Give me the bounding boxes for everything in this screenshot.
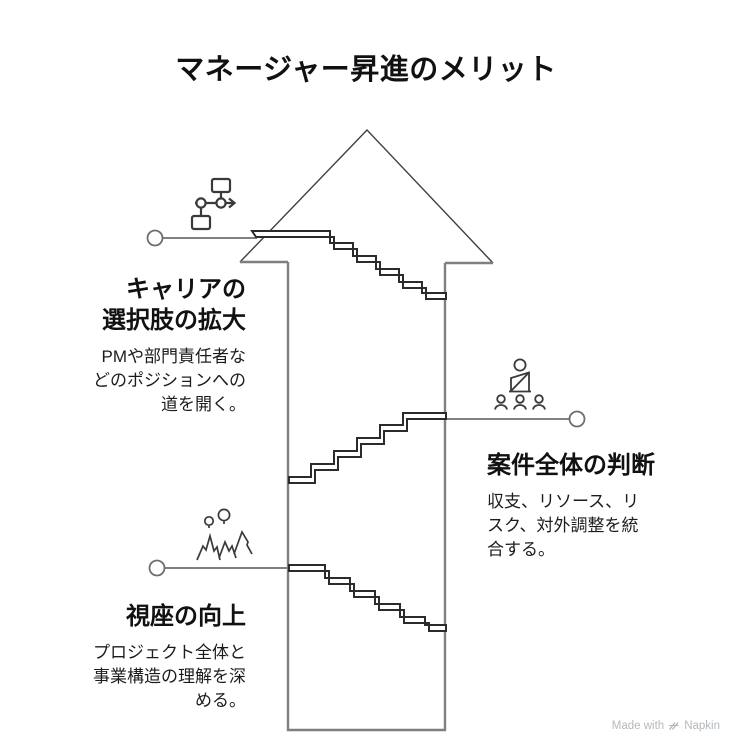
section-perspective-heading: 視座の向上 bbox=[126, 603, 246, 630]
napkin-logo-icon bbox=[669, 722, 679, 730]
arrow-head-outline bbox=[239, 128, 494, 264]
perspective-connector-dot bbox=[148, 559, 166, 577]
career-connector-dot bbox=[146, 229, 164, 247]
judgment-connector-dot bbox=[568, 410, 586, 428]
staircase-middle bbox=[288, 412, 447, 484]
page-title: マネージャー昇進のメリット bbox=[175, 54, 557, 86]
section-perspective: 視座の向上 プロジェクト全体と 事業構造の理解を深 める。 bbox=[40, 601, 246, 713]
section-career-body: PMや部門責任者な どのポジションへの 道を開く。 bbox=[93, 347, 246, 414]
section-career-heading: キャリアの 選択肢の拡大 bbox=[102, 276, 246, 334]
watermark-brand: Napkin bbox=[684, 720, 720, 732]
staircase-bottom bbox=[288, 564, 447, 632]
mountains-icon bbox=[196, 508, 253, 561]
section-judgment: 案件全体の判断 収支、リソース、リ スク、対外調整を統 合する。 bbox=[487, 450, 697, 562]
arrow-shaft-outline bbox=[240, 260, 493, 732]
watermark: Made with Napkin bbox=[612, 720, 720, 732]
section-judgment-body: 収支、リソース、リ スク、対外調整を統 合する。 bbox=[487, 492, 640, 559]
section-perspective-body: プロジェクト全体と 事業構造の理解を深 める。 bbox=[93, 643, 246, 710]
section-career: キャリアの 選択肢の拡大 PMや部門責任者な どのポジションへの 道を開く。 bbox=[40, 274, 246, 417]
section-judgment-heading: 案件全体の判断 bbox=[487, 452, 655, 479]
staircase-top bbox=[250, 230, 447, 300]
flowchart-icon bbox=[190, 177, 237, 231]
watermark-prefix: Made with bbox=[611, 720, 665, 732]
team-leader-icon bbox=[494, 358, 546, 410]
